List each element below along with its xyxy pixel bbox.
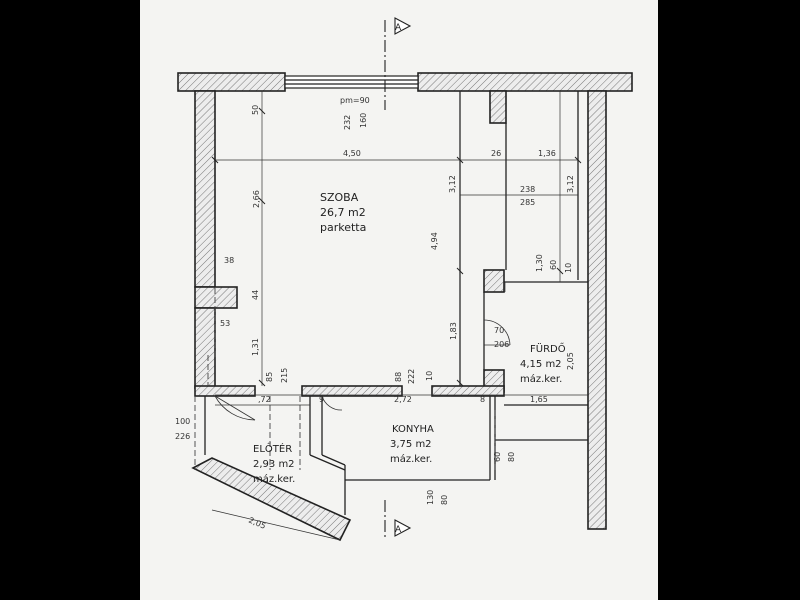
room-eloter: ELŐTÉR 2,93 m2 máz.ker. (253, 441, 295, 485)
dim-88: 88 (394, 372, 403, 382)
dim-9: 9 (319, 395, 324, 404)
room-floor: máz.ker. (253, 473, 295, 485)
door-swings (214, 319, 511, 421)
dim-206: 206 (494, 340, 509, 349)
room-area: 4,15 m2 (520, 359, 562, 370)
dim-50: 50 (251, 105, 260, 115)
dim-131: 1,31 (251, 338, 260, 356)
room-area: 26,7 m2 (320, 206, 366, 219)
dim-10a: 10 (564, 263, 573, 273)
dim-222: 222 (407, 369, 416, 384)
dim-136: 1,36 (538, 149, 556, 158)
dim-183: 1,83 (449, 322, 458, 340)
dim-160: 160 (359, 113, 368, 128)
dimension-labels: pm=90 232 160 50 4,50 26 1,36 3,12 3,12 … (175, 96, 575, 531)
room-name: FÜRDŐ (530, 341, 566, 355)
walls (177, 72, 633, 542)
dim-232: 232 (343, 115, 352, 130)
dashed-lines (194, 288, 496, 470)
dim-312a: 3,12 (448, 175, 457, 193)
room-name: SZOBA (320, 191, 359, 204)
room-area: 3,75 m2 (390, 439, 432, 450)
section-mark-top: A (395, 23, 402, 33)
dim-60a: 60 (549, 260, 558, 270)
dim-44: 44 (251, 290, 260, 300)
room-konyha: KONYHA 3,75 m2 máz.ker. (390, 424, 434, 465)
room-name: KONYHA (392, 424, 434, 435)
dim-226: 226 (175, 432, 190, 441)
dimension-lines (211, 91, 588, 541)
room-floor: máz.ker. (520, 373, 562, 385)
dimension-ticks (211, 107, 582, 387)
dim-266: 2,66 (252, 190, 261, 208)
dim-130b: 130 (426, 490, 435, 505)
dim-494: 4,94 (430, 232, 439, 250)
room-name: ELŐTÉR (253, 441, 292, 455)
dim-80b: 80 (440, 495, 449, 505)
dim-60b: 60 (493, 452, 502, 462)
dim-285: 285 (520, 198, 535, 207)
section-line (384, 17, 412, 540)
dim-72: ,72 (258, 395, 271, 404)
window-top (284, 75, 419, 89)
dim-38: 38 (224, 256, 234, 265)
room-area: 2,93 m2 (253, 459, 295, 470)
dim-165: 1,65 (530, 395, 548, 404)
room-floor: máz.ker. (390, 453, 432, 465)
dim-53: 53 (220, 319, 230, 328)
dim-8: 8 (480, 395, 485, 404)
dim-130: 1,30 (535, 254, 544, 272)
dim-26: 26 (491, 149, 501, 158)
room-szoba: SZOBA 26,7 m2 parketta (320, 191, 366, 234)
floor-plan-sheet: T u (140, 0, 658, 600)
dim-215: 215 (280, 368, 289, 383)
dim-70: 70 (494, 326, 504, 335)
dim-100: 100 (175, 417, 190, 426)
dim-238: 238 (520, 185, 535, 194)
dim-450: 4,50 (343, 149, 361, 158)
room-floor: parketta (320, 221, 366, 234)
dim-272: 2,72 (394, 395, 412, 404)
floor-plan: T u (175, 17, 633, 542)
dim-205b: 2,05 (247, 516, 267, 531)
dim-pm: pm=90 (340, 96, 370, 105)
room-furdo: FÜRDŐ 4,15 m2 máz.ker. (520, 341, 566, 385)
dim-85: 85 (265, 372, 274, 382)
section-mark-bottom: A (395, 525, 402, 535)
dim-312b: 3,12 (566, 175, 575, 193)
dim-80a: 80 (507, 452, 516, 462)
dim-205: 2,05 (566, 352, 575, 370)
dim-10b: 10 (425, 371, 434, 381)
